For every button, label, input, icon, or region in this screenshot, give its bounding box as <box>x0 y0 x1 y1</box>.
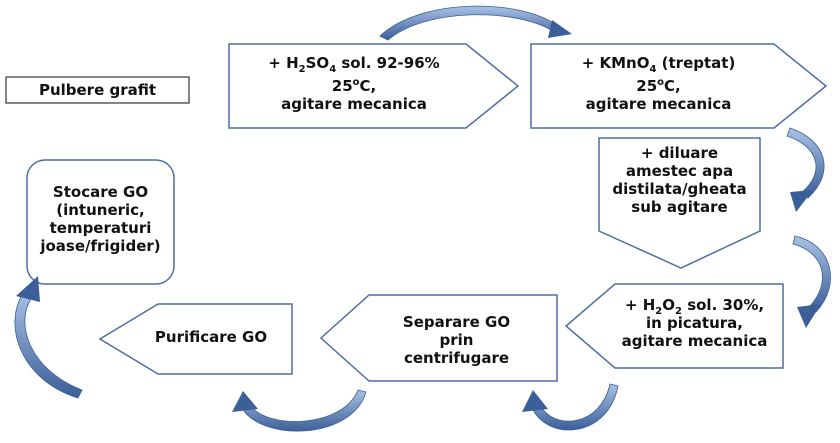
step2-temp-unit: C, <box>664 77 681 95</box>
step1-label: + H2SO4 sol. 92-96% 25oC, agitare mecani… <box>229 54 479 113</box>
curved-arrow-top <box>379 5 572 41</box>
curved-arrow-bottom-right <box>522 383 619 431</box>
step5-line3: centrifugare <box>403 349 510 367</box>
step7-line4: joase/frigider) <box>40 237 161 255</box>
step4-label: + H2O2 sol. 30%, in picatura, agitare me… <box>606 296 783 350</box>
step4-reagent-mid: O <box>662 296 675 314</box>
step2-reagent-suffix: (treptat) <box>656 54 736 72</box>
step2-reagent-sub: 4 <box>649 64 657 75</box>
step4-line2: in picatura, <box>645 314 743 332</box>
step5-label: Separare GO prin centrifugare <box>369 313 544 367</box>
step1-temp-value: 25 <box>331 77 353 95</box>
step7-line2: (intuneric, <box>56 201 145 219</box>
step1-temp: 25oC, <box>229 77 479 95</box>
curved-arrow-right-lower <box>792 235 831 328</box>
step3-line1: + diluare <box>640 144 719 162</box>
step2-action: agitare mecanica <box>585 95 732 113</box>
step2-reagent-prefix: + KMnO <box>581 54 650 72</box>
step1-action: agitare mecanica <box>281 95 427 113</box>
step4-reagent-prefix: + H <box>624 296 656 314</box>
step1-arrow-shape <box>228 43 520 129</box>
step7-line3: temperaturi <box>49 219 152 237</box>
step7-line1: Stocare GO <box>52 183 149 201</box>
step4-arrow-shape <box>564 283 784 369</box>
step1-temp-sup: o <box>352 77 360 88</box>
start-label: Pulbere grafit <box>6 81 189 99</box>
step7-box-shape <box>26 159 175 285</box>
step1-temp-unit: C, <box>359 77 377 95</box>
step5-arrow-shape <box>319 294 558 382</box>
step2-temp-sup: o <box>657 77 665 88</box>
step6-text: Purificare GO <box>154 328 268 346</box>
step6-label: Purificare GO <box>130 328 292 346</box>
step4-line3: agitare mecanica <box>621 332 768 350</box>
step4-reagent-sub2: 2 <box>675 306 682 317</box>
step2-arrow-shape <box>530 43 828 129</box>
step2-temp: 25oC, <box>531 77 786 95</box>
step3-line2: amestec apa <box>625 162 734 180</box>
step5-line1: Separare GO <box>402 313 511 331</box>
step1-reagent-sub2: 4 <box>329 64 337 75</box>
step7-label: Stocare GO (intuneric, temperaturi joase… <box>27 183 174 255</box>
step6-arrow-shape <box>98 303 293 375</box>
start-text: Pulbere grafit <box>38 81 157 99</box>
step1-reagent-prefix: + H <box>268 54 299 72</box>
step1-reagent-suffix: sol. 92-96% <box>336 54 440 72</box>
step3-line4: sub agitare <box>631 198 728 216</box>
step1-reagent-sub1: 2 <box>298 64 306 75</box>
curved-arrow-right-upper <box>786 127 825 212</box>
step5-line2: prin <box>439 331 474 349</box>
curved-arrow-bottom-left <box>232 389 367 432</box>
step4-reagent: + H2O2 sol. 30%, <box>606 296 783 317</box>
step3-arrow-shape <box>598 137 761 269</box>
step4-reagent-suffix: sol. 30%, <box>681 296 765 314</box>
step4-reagent-sub1: 2 <box>655 306 663 317</box>
step3-label: + diluare amestec apa distilata/gheata s… <box>599 144 760 216</box>
start-box-shape <box>5 76 190 104</box>
step2-label: + KMnO4 (treptat) 25oC, agitare mecanica <box>531 54 786 113</box>
curved-arrow-left <box>14 276 83 399</box>
step1-reagent-mid: SO <box>305 54 330 72</box>
step2-temp-value: 25 <box>636 77 658 95</box>
step3-line3: distilata/gheata <box>612 180 747 198</box>
step1-reagent: + H2SO4 sol. 92-96% <box>229 54 479 75</box>
step2-reagent: + KMnO4 (treptat) <box>531 54 786 75</box>
